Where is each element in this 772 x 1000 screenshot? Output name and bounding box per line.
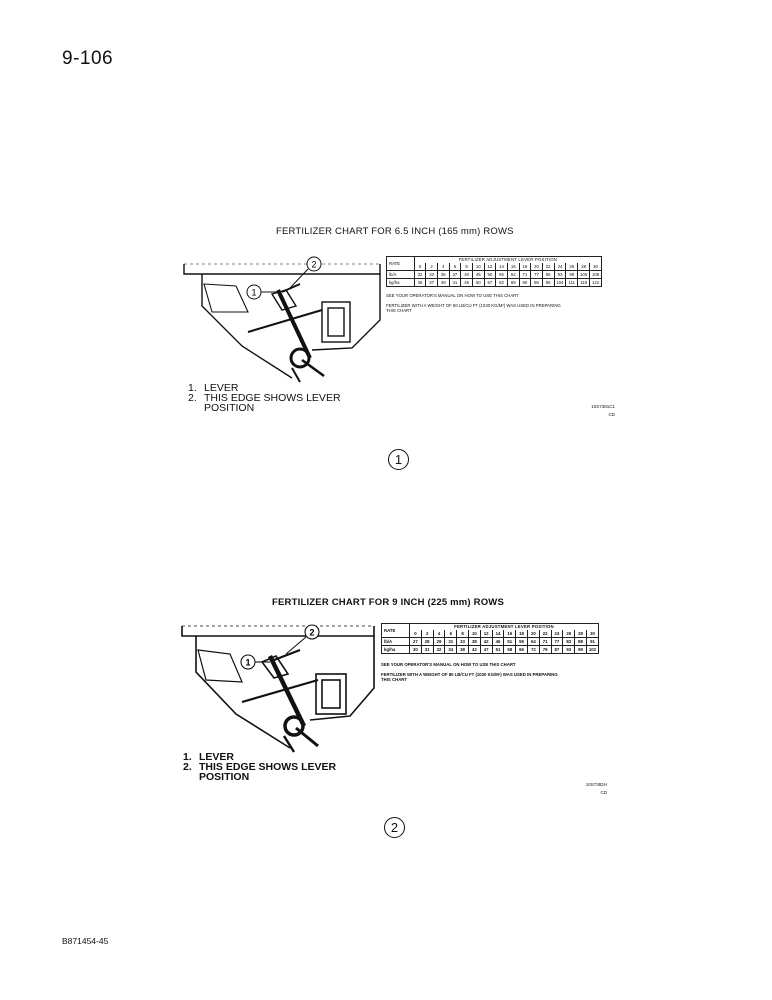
callout-2-label: 2 bbox=[309, 628, 314, 638]
callout-1 bbox=[240, 654, 270, 670]
lever-drawing: 1 2 bbox=[181, 624, 375, 753]
figure-number: 1 bbox=[388, 449, 409, 470]
document-code: B871454-45 bbox=[62, 936, 109, 946]
callout-2 bbox=[285, 624, 320, 655]
table-header: FERTILIZER ADJUSTMENT LEVER POSITION bbox=[408, 623, 600, 630]
fertilizer-table: RATE FERTILIZER ADJUSTMENT LEVER POSITIO… bbox=[386, 256, 603, 287]
rate-label: RATE bbox=[386, 256, 415, 271]
usage-note: SEE YOUR OPERATOR'S MANUAL ON HOW TO USE… bbox=[386, 293, 519, 298]
legend-item: POSITION bbox=[199, 771, 250, 783]
page-number: 9-106 bbox=[62, 48, 114, 69]
table-header: FERTILIZER ADJUSTMENT LEVER POSITION bbox=[413, 256, 603, 263]
image-code: 10S7381C1 CD bbox=[591, 404, 615, 417]
legend-item: 2.THIS EDGE SHOWS LEVER bbox=[183, 761, 337, 773]
callout-2 bbox=[289, 256, 322, 289]
legend-item: 1.LEVER bbox=[188, 382, 239, 394]
rate-label: RATE bbox=[381, 623, 410, 638]
usage-note: SEE YOUR OPERATOR'S MANUAL ON HOW TO USE… bbox=[381, 662, 516, 667]
image-code: 10S7382H CD bbox=[585, 782, 607, 795]
callout-1 bbox=[246, 284, 278, 300]
legend: 1.LEVER 2.THIS EDGE SHOWS LEVER POSITION bbox=[188, 382, 341, 414]
weight-note: FERTILIZER WITH A WEIGHT OF 80 lb/cu ft … bbox=[386, 303, 561, 313]
legend: 1.LEVER 2.THIS EDGE SHOWS LEVER POSITION bbox=[183, 751, 337, 783]
figure-title: FERTILIZER CHART FOR 6.5 INCH (165 mm) R… bbox=[276, 226, 514, 237]
weight-note: FERTILIZER WITH A WEIGHT OF 80 lb/cu ft … bbox=[381, 672, 558, 682]
fertilizer-table: RATE FERTILIZER ADJUSTMENT LEVER POSITIO… bbox=[381, 623, 600, 654]
callout-2-label: 2 bbox=[311, 260, 316, 270]
lever-drawing: 1 2 bbox=[183, 256, 381, 383]
callout-1-label: 1 bbox=[245, 658, 250, 668]
callout-1-label: 1 bbox=[251, 288, 256, 298]
figure-number: 2 bbox=[384, 817, 405, 838]
legend-item: POSITION bbox=[204, 402, 255, 414]
figure-title: FERTILIZER CHART FOR 9 INCH (225 mm) ROW… bbox=[272, 597, 504, 608]
legend-item: 2.THIS EDGE SHOWS LEVER bbox=[188, 392, 341, 404]
legend-item: 1.LEVER bbox=[183, 751, 235, 763]
